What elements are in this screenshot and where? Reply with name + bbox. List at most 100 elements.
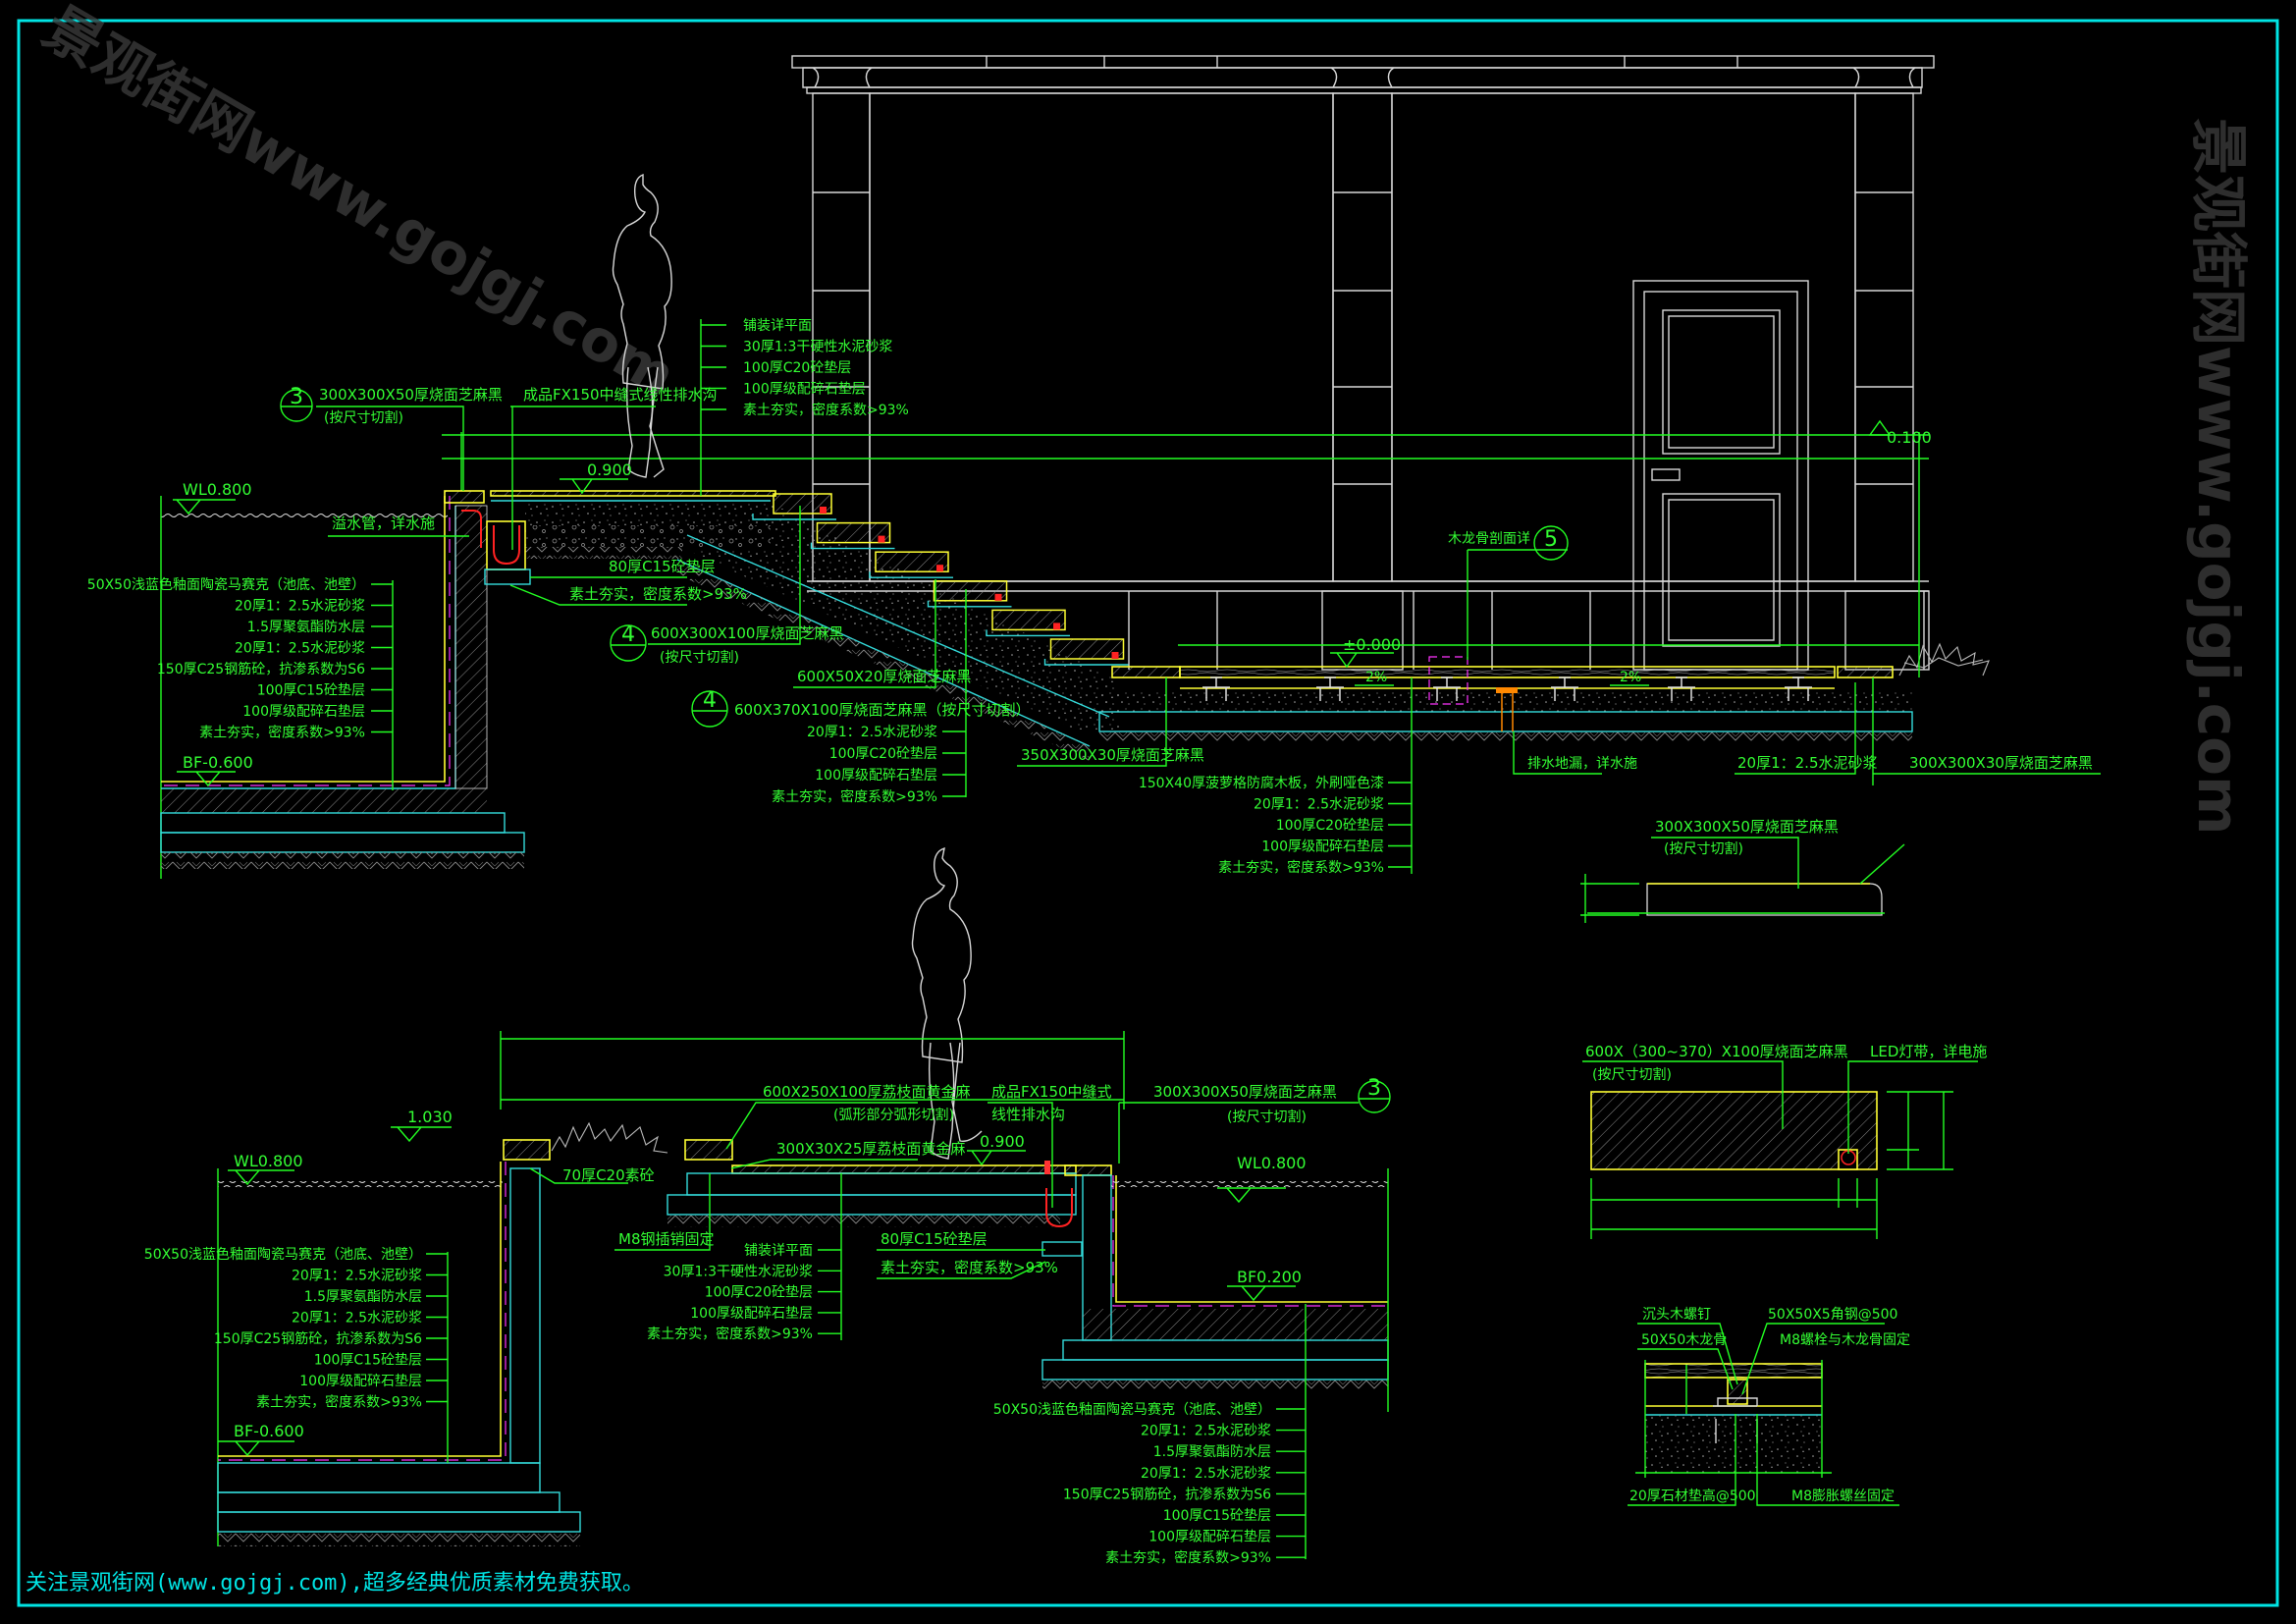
layer-label: 100厚级配碎石垫层: [815, 768, 937, 784]
lower-section-labels: 1.030 WL0.800 70厚C20素砼 600X250X100厚荔枝面黄金…: [144, 1076, 1391, 1566]
level-planter: 1.030: [407, 1108, 453, 1126]
deck-pedestal: [1785, 677, 1812, 701]
layer-label: 1.5厚聚氨酯防水层: [1153, 1444, 1271, 1460]
layer-label: 素土夯实，密度系数>93%: [256, 1394, 422, 1411]
layer-label: 素土夯实，密度系数>93%: [1218, 859, 1384, 876]
led-label: LED灯带，详电施: [1870, 1043, 1987, 1060]
level-pool-bottom-left: BF-0.600: [234, 1422, 304, 1440]
wall-panel-right: [1391, 92, 1856, 582]
pin-label: M8钢插销固定: [618, 1230, 715, 1248]
angle-label: 50X50X5角钢@500: [1768, 1307, 1897, 1323]
level-pool-bottom: BF-0.600: [183, 753, 253, 772]
stair-bedding-line: [869, 571, 953, 578]
slope-1: 2%: [1365, 670, 1387, 685]
plant-right: [1898, 642, 1990, 677]
stair-tread: [933, 580, 1008, 602]
level-water-left: WL0.800: [234, 1152, 303, 1170]
step-detail-note: (按尺寸切割): [1592, 1066, 1672, 1083]
layer-label: 100厚级配碎石垫层: [690, 1306, 813, 1322]
dimension-lines: [442, 432, 1929, 677]
callout-4b-number: 4: [703, 688, 717, 713]
layer-label: 100厚C20砼垫层: [743, 360, 851, 376]
deck-layer-list: 150X40厚菠萝格防腐木板，外刷哑色漆20厚1：2.5水泥砂浆100厚C20砼…: [1139, 775, 1412, 876]
layer-label: 20厚1：2.5水泥砂浆: [1141, 1466, 1271, 1482]
shim-label: 20厚石材垫高@500: [1629, 1488, 1756, 1504]
lower-soil-label: 素土夯实，密度系数>93%: [881, 1259, 1058, 1276]
callout-3-note: (按尺寸切割): [324, 409, 403, 426]
deck-pedestal: [1668, 677, 1695, 701]
layer-label: 100厚级配碎石垫层: [1261, 839, 1384, 855]
lower-right-pool-layer-list: 50X50浅蓝色釉面陶瓷马赛克（池底、池壁） 20厚1：2.5水泥砂浆 1.5厚聚氨…: [993, 1401, 1306, 1566]
layer-label: 100厚C15砼垫层: [314, 1353, 422, 1369]
detail-labels: 300X300X50厚烧面芝麻黑 (按尺寸切割) 600X（300~370）X1…: [1582, 818, 1987, 1506]
coping-note: (弧形部分弧形切割): [833, 1107, 954, 1123]
planter-coping-left: [503, 1139, 551, 1161]
led-strip-marker: [994, 593, 1002, 601]
pilasters: [812, 92, 1914, 582]
c15-label: 80厚C15砼垫层: [609, 558, 716, 575]
watermark: 景观街网www.gojgj.com: [2185, 118, 2252, 835]
planter-concrete-label: 70厚C20素砼: [562, 1166, 655, 1184]
deck-pedestal: [1316, 677, 1344, 701]
callout-4a-text: 600X300X100厚烧面芝麻黑: [651, 624, 843, 642]
floor-drain: [1496, 687, 1518, 693]
deck-pedestal: [1551, 677, 1578, 701]
drawing-frame: [17, 19, 2279, 1607]
layer-label: 100厚级配碎石垫层: [242, 704, 365, 720]
stair-bedding-line: [927, 600, 1012, 608]
step-layer-list: 20厚1：2.5水泥砂浆100厚C20砼垫层100厚级配碎石垫层素土夯实，密度系…: [772, 725, 966, 805]
layer-label: 20厚1：2.5水泥砂浆: [1254, 797, 1384, 813]
stair-bedding-line: [1043, 659, 1129, 666]
layer-label: 150厚C25钢筋砼，抗渗系数为S6: [214, 1330, 422, 1347]
callout-4a-number: 4: [621, 623, 635, 647]
callout-3-number: 3: [290, 385, 303, 409]
callout-5-label: 木龙骨剖面详: [1448, 531, 1530, 547]
upper-section-labels: 3 300X300X50厚烧面芝麻黑 (按尺寸切割) 成品FX150中缝式线性排…: [87, 318, 2101, 876]
layer-label: 50X50浅蓝色釉面陶瓷马赛克（池底、池壁）: [993, 1401, 1271, 1418]
level-pool-bottom-right: BF0.200: [1237, 1268, 1302, 1286]
layer-label: 100厚C20砼垫层: [705, 1285, 813, 1301]
lower-callout-3-number: 3: [1367, 1076, 1381, 1101]
layer-label: 铺装详平面: [743, 318, 812, 334]
callout-4b-text: 600X370X100厚烧面芝麻黑（按尺寸切割）: [734, 701, 1030, 719]
stair-bedding-line: [752, 514, 836, 520]
led-strip-marker: [1111, 652, 1119, 659]
lower-callout-3-marker: [1358, 1080, 1391, 1113]
layer-label: 100厚级配碎石垫层: [1148, 1530, 1271, 1545]
drain-label: 成品FX150中缝式线性排水沟: [523, 386, 718, 404]
joist-label: 50X50木龙骨: [1641, 1332, 1727, 1348]
detail-timber-joist: [1635, 1360, 1832, 1478]
lower-section: [217, 1031, 1389, 1546]
timber-deck-section: [1098, 656, 1913, 743]
layer-label: 20厚1：2.5水泥砂浆: [1141, 1424, 1271, 1439]
detail-coping-stone: [1580, 843, 1905, 923]
layer-label: 30厚1:3干硬性水泥砂浆: [664, 1264, 813, 1279]
layer-label: 100厚C15砼垫层: [1163, 1508, 1271, 1524]
layer-label: 100厚级配碎石垫层: [743, 382, 866, 398]
mail-slot: [1651, 468, 1681, 481]
layer-label: 素土夯实，密度系数>93%: [199, 725, 365, 741]
detail-step-stone: [1590, 1091, 1953, 1239]
callout-3-marker: [280, 389, 313, 422]
layer-label: 素土夯实，密度系数>93%: [743, 402, 909, 418]
lower-left-pool-layer-list: 50X50浅蓝色釉面陶瓷马赛克（池底、池壁）20厚1：2.5水泥砂浆1.5厚聚氨…: [144, 1246, 448, 1411]
deck-pedestal: [1202, 677, 1230, 701]
stair-tread: [1049, 638, 1125, 660]
overflow-label: 溢水管，详水施: [332, 514, 435, 532]
mortar-label: 20厚1：2.5水泥砂浆: [1737, 754, 1878, 772]
stair-tread: [773, 493, 832, 514]
coping-label: 600X250X100厚荔枝面黄金麻: [763, 1083, 970, 1101]
level-water: WL0.800: [183, 480, 252, 499]
soil-label: 素土夯实，密度系数>93%: [569, 585, 747, 603]
slope-2: 2%: [1620, 670, 1641, 685]
stair-tread: [816, 521, 891, 544]
lower-c15-label: 80厚C15砼垫层: [881, 1230, 988, 1248]
layer-label: 30厚1:3干硬性水泥砂浆: [743, 340, 892, 355]
stair-tread: [875, 551, 949, 572]
stair-bedding-line: [810, 542, 895, 550]
screw-label: 沉头木螺钉: [1642, 1307, 1711, 1323]
layer-label: 150厚C25钢筋砼，抗渗系数为S6: [1063, 1486, 1271, 1502]
stair-tread: [991, 609, 1066, 631]
footer-promo-text: 关注景观街网(www.gojgj.com),超多经典优质素材免费获取。: [26, 1571, 644, 1596]
level-water-right: WL0.800: [1237, 1154, 1307, 1172]
